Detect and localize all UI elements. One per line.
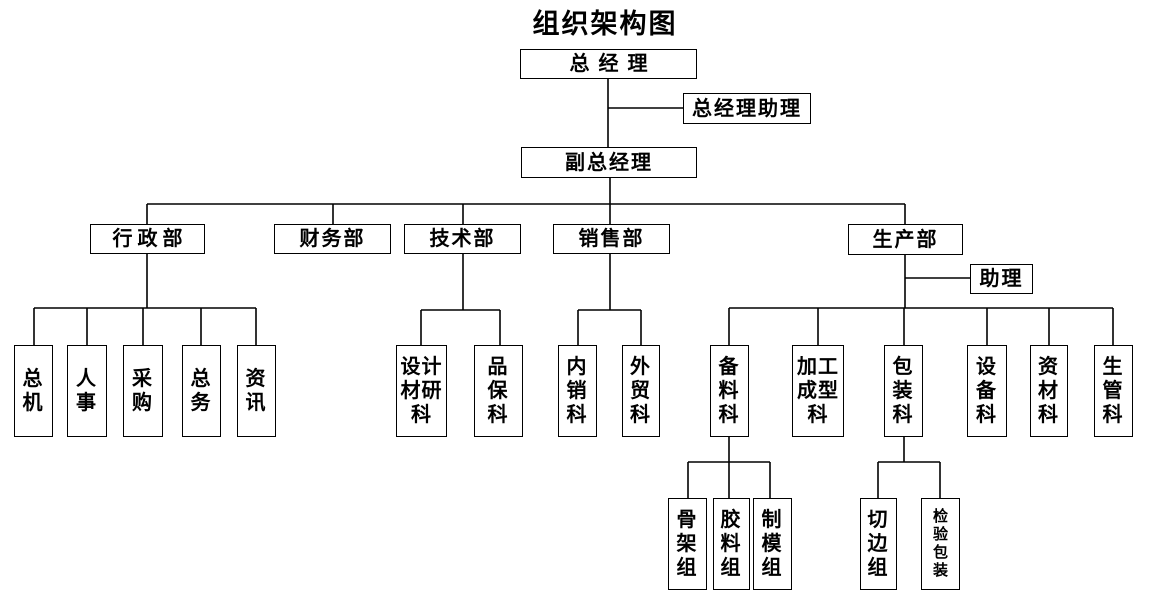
node-quality-assurance: 品 保 科: [474, 345, 523, 437]
node-tech-dept: 技术部: [404, 224, 521, 254]
node-domestic-sales: 内 销 科: [558, 345, 597, 437]
node-trimming-group: 切 边 组: [860, 498, 897, 590]
node-general-affairs: 总 务: [182, 345, 221, 437]
node-production-mgmt: 生 管 科: [1094, 345, 1133, 437]
node-gm-assistant: 总经理助理: [683, 93, 811, 124]
node-general-manager: 总经理: [520, 49, 697, 79]
node-inspection-packing: 检 验 包 装: [921, 498, 960, 590]
node-rubber-group: 胶 料 组: [713, 498, 750, 590]
node-packaging: 包 装 科: [884, 345, 923, 437]
node-foreign-trade: 外 贸 科: [622, 345, 660, 437]
node-materials: 资 材 科: [1030, 345, 1068, 437]
node-information: 资 讯: [237, 345, 276, 437]
chart-title: 组织架构图: [532, 9, 678, 39]
node-sales-dept: 销售部: [553, 224, 670, 254]
node-hr: 人 事: [67, 345, 107, 437]
node-skeleton-group: 骨 架 组: [668, 498, 707, 590]
node-production-dept: 生产部: [848, 224, 963, 255]
node-processing-molding: 加工 成型 科: [792, 345, 844, 437]
node-deputy-general-manager: 副总经理: [521, 147, 697, 178]
node-production-assistant: 助理: [970, 264, 1033, 294]
node-admin-dept: 行政部: [90, 224, 205, 254]
node-equipment: 设 备 科: [967, 345, 1007, 437]
node-purchasing: 采 购: [123, 345, 163, 437]
node-finance-dept: 财务部: [274, 224, 391, 254]
node-design-material-research: 设计 材研 科: [396, 345, 447, 437]
node-switchboard: 总 机: [14, 345, 53, 437]
node-material-prep: 备 料 科: [710, 345, 749, 437]
node-mold-group: 制 模 组: [753, 498, 792, 590]
